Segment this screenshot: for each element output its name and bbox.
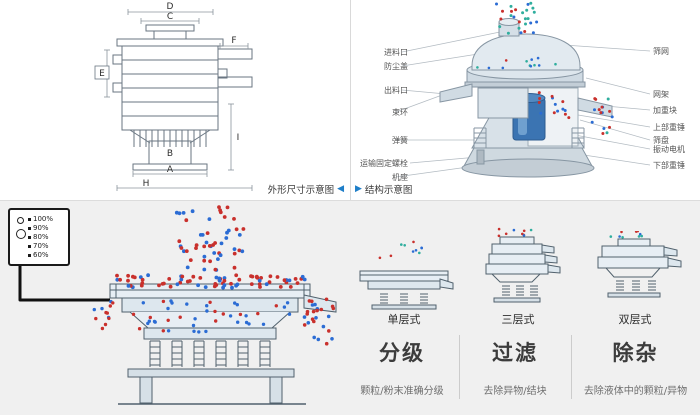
callout-feed-inlet: 进料口 xyxy=(384,48,408,57)
callout-clamp-ring: 束环 xyxy=(392,108,408,117)
particle-dots xyxy=(92,205,336,346)
sieve-icon-double xyxy=(597,229,682,298)
level-dot-icon xyxy=(28,244,31,248)
control-panel-knobs xyxy=(13,214,28,260)
callout-weight-block: 加重块 xyxy=(653,106,677,115)
callout-sieve-tray: 筛盘 xyxy=(653,136,669,145)
power-cable xyxy=(18,266,110,302)
type-label-double: 双层式 xyxy=(618,313,652,326)
dim-label-E: E xyxy=(99,69,105,79)
particle-dots xyxy=(476,1,614,135)
sieve-icon-triple xyxy=(485,227,561,303)
sieve-icon-single xyxy=(359,240,454,310)
feature-desc-impurity: 去除液体中的颗粒/异物 xyxy=(583,386,688,397)
feature-divider xyxy=(459,335,460,399)
level-value: 100% xyxy=(33,215,54,223)
callout-transport-bolt: 运输固定螺栓 xyxy=(360,159,408,168)
dim-label-I: I xyxy=(237,133,240,143)
feature-divider xyxy=(571,335,572,399)
arrow-left-icon: ◀ xyxy=(337,183,344,194)
level-value: 70% xyxy=(33,242,49,250)
feature-desc-grading: 颗粒/粉末准确分级 xyxy=(360,386,444,397)
level-value: 80% xyxy=(33,233,49,241)
level-value: 90% xyxy=(33,224,49,232)
level-row: 70% xyxy=(28,242,65,250)
arrow-right-icon: ▶ xyxy=(355,183,362,194)
dim-label-H: H xyxy=(143,179,150,189)
dim-label-C: C xyxy=(167,12,173,22)
feature-title-filtering: 过滤 xyxy=(492,341,538,365)
feature-title-impurity: 除杂 xyxy=(612,341,659,365)
sieve-type-double xyxy=(580,229,690,313)
dim-label-A: A xyxy=(167,165,174,175)
type-label-triple: 三层式 xyxy=(501,313,535,326)
structure-panel: 进料口 防尘盖 出料口 束环 弹簧 运输固定螺栓 机座 筛网 网架 加重块 上部… xyxy=(350,0,700,200)
indicator-light xyxy=(17,217,24,224)
feature-title-grading: 分级 xyxy=(379,341,425,365)
level-row: 90% xyxy=(28,224,65,232)
caption-dimension-text: 外形尺寸示意图 xyxy=(267,185,335,196)
level-dot-icon xyxy=(28,226,31,230)
dim-label-D: D xyxy=(167,2,174,12)
dim-label-B: B xyxy=(167,149,173,159)
type-label-single: 单层式 xyxy=(387,313,421,326)
level-dot-icon xyxy=(28,253,31,257)
level-dot-icon xyxy=(28,235,31,239)
dim-label-F: F xyxy=(231,36,236,46)
callout-mesh-frame: 网架 xyxy=(653,90,669,99)
callout-base: 机座 xyxy=(392,173,408,182)
machine-outline xyxy=(112,24,253,171)
main-machine-svg xyxy=(18,205,337,405)
bottom-section: 100% 90% 80% 70% 60% xyxy=(0,200,700,415)
level-list: 100% 90% 80% 70% 60% xyxy=(28,214,65,260)
structure-drawing-svg xyxy=(395,1,651,178)
callout-vibration-motor: 振动电机 xyxy=(653,145,685,154)
dimension-letters: D C F E B I A H xyxy=(99,2,239,189)
callout-spring: 弹簧 xyxy=(392,136,408,145)
level-row: 60% xyxy=(28,251,65,259)
dimension-drawing-svg: D C F E B I A H xyxy=(94,2,253,191)
power-knob xyxy=(15,229,26,239)
sieve-type-single xyxy=(352,237,456,317)
level-row: 100% xyxy=(28,215,65,223)
control-panel: 100% 90% 80% 70% 60% xyxy=(8,208,70,266)
dimension-lines xyxy=(104,9,253,191)
machine-render xyxy=(439,18,613,178)
level-value: 60% xyxy=(33,251,49,259)
feature-desc-filtering: 去除异物/结块 xyxy=(483,386,547,397)
level-dot-icon xyxy=(28,217,31,221)
dimension-panel: D C F E B I A H 外形尺寸示意图 ◀ xyxy=(0,0,350,200)
callout-discharge-outlet: 出料口 xyxy=(384,86,408,95)
sieve-type-triple xyxy=(468,227,568,315)
top-section: D C F E B I A H 外形尺寸示意图 ◀ xyxy=(0,0,700,200)
level-row: 80% xyxy=(28,233,65,241)
caption-structure-text: 结构示意图 xyxy=(364,185,413,196)
dim-label-E-box xyxy=(94,65,110,80)
caption-structure: ▶ 结构示意图 xyxy=(355,182,412,196)
panel-divider xyxy=(350,0,351,200)
callout-lower-weight: 下部重锤 xyxy=(653,161,685,170)
callout-upper-weight: 上部重锤 xyxy=(653,123,685,132)
callout-dust-cover: 防尘盖 xyxy=(384,62,408,71)
caption-dimension: 外形尺寸示意图 ◀ xyxy=(268,182,344,196)
callout-screen-mesh: 筛网 xyxy=(653,47,669,56)
